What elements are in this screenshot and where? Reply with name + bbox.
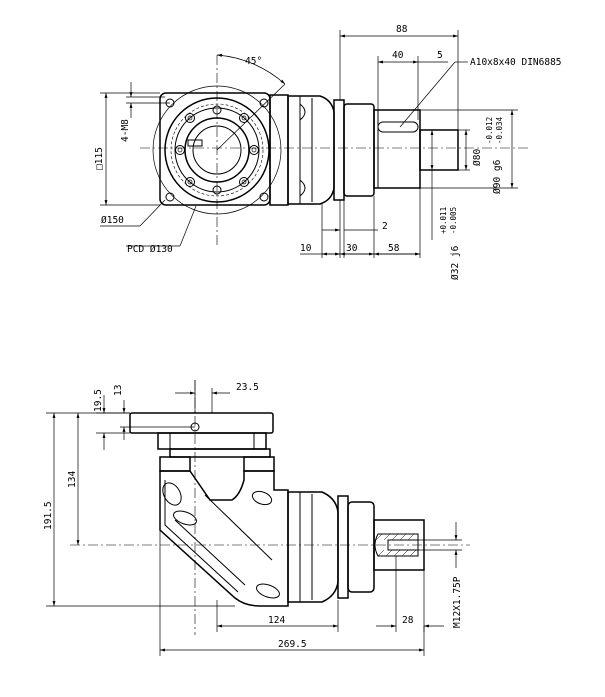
dim-phi80: Ø80	[472, 149, 483, 166]
dim-269-5: 269.5	[278, 639, 307, 650]
top-view: 88 40 5 A10x8x40 DIN6885 45° □115 4-M8 Ø…	[94, 24, 562, 280]
input-flange	[129, 412, 274, 434]
thread-m12-label: M12X1.75P	[452, 576, 463, 628]
dim-13: 13	[113, 385, 124, 396]
dim-19-5: 19.5	[93, 389, 104, 412]
dim-23-5: 23.5	[236, 382, 259, 393]
dim-58: 58	[388, 243, 400, 254]
dim-5: 5	[437, 50, 443, 61]
dim-thread-4m8: 4-M8	[120, 119, 131, 142]
tol-phi90-upper: -0.012	[485, 117, 494, 144]
tol-phi32-lower: -0.005	[449, 207, 458, 234]
dim-10: 10	[300, 243, 312, 254]
dim-134: 134	[67, 471, 78, 488]
tapped-hole-section	[374, 533, 419, 557]
dim-28: 28	[402, 615, 414, 626]
dim-30: 30	[346, 243, 358, 254]
dim-phi32-j6: Ø32 j6	[450, 245, 461, 280]
dim-124: 124	[268, 615, 285, 626]
square-flange	[159, 92, 271, 206]
dim-2: 2	[382, 221, 388, 232]
dim-phi90-g6: Ø90 g6	[492, 159, 503, 194]
dim-angle-45: 45°	[245, 56, 262, 67]
tol-phi90-lower: -0.034	[495, 116, 504, 144]
front-view: 19.5 13 23.5 134 191.5 124 28 269.5	[43, 380, 470, 656]
bolt-holes	[175, 105, 259, 195]
dim-phi150: Ø150	[101, 215, 124, 226]
dim-square-115: □115	[94, 147, 105, 170]
dim-pcd-130: PCD Ø130	[127, 244, 173, 255]
dim-191-5: 191.5	[43, 501, 54, 530]
tol-phi32-upper: +0.011	[439, 207, 448, 234]
key-spec-label: A10x8x40 DIN6885	[470, 57, 562, 68]
dim-key-40: 40	[392, 50, 404, 61]
dim-overall-88: 88	[396, 24, 408, 35]
